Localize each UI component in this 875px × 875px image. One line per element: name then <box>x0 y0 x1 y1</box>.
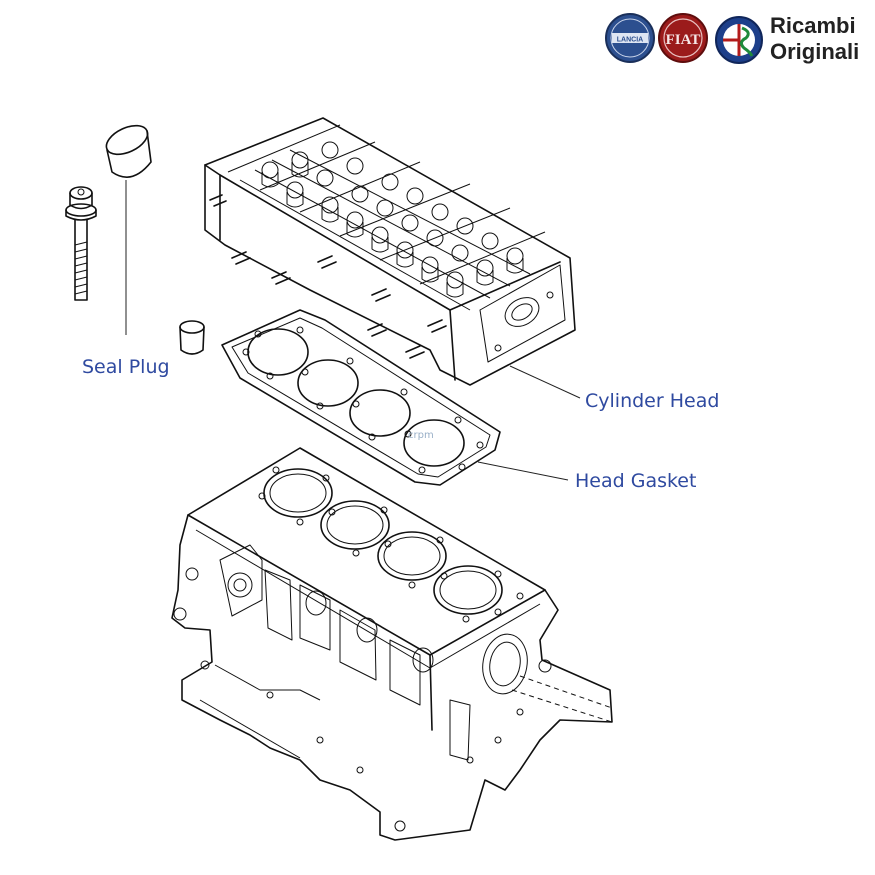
callout-seal-plug: Seal Plug <box>82 356 170 378</box>
lancia-logo: LANCIA <box>605 13 655 63</box>
fiat-logo-text: FIAT <box>666 32 701 48</box>
cylinder-head-drawing <box>204 117 581 399</box>
cap-plug-drawing <box>105 124 152 335</box>
callout-labels: Seal Plug Cylinder Head Head Gasket <box>82 356 719 492</box>
head-bolt-drawing <box>65 186 97 301</box>
lancia-logo-text: LANCIA <box>617 37 643 44</box>
callout-head-gasket: Head Gasket <box>575 470 696 492</box>
brand-title-line2: Originali <box>770 39 859 64</box>
callout-cylinder-head: Cylinder Head <box>585 390 719 412</box>
engine-block-drawing <box>171 447 613 841</box>
valve-springs <box>261 141 524 298</box>
alfa-romeo-logo <box>715 16 763 64</box>
seal-plug-drawing <box>179 320 205 355</box>
brand-title-line1: Ricambi <box>770 13 856 38</box>
brand-header: LANCIA FIAT Ricambi Originali <box>605 13 859 64</box>
watermark-text: crpm <box>408 430 434 441</box>
fiat-logo: FIAT <box>658 13 708 63</box>
head-gasket-drawing: crpm <box>221 309 569 486</box>
